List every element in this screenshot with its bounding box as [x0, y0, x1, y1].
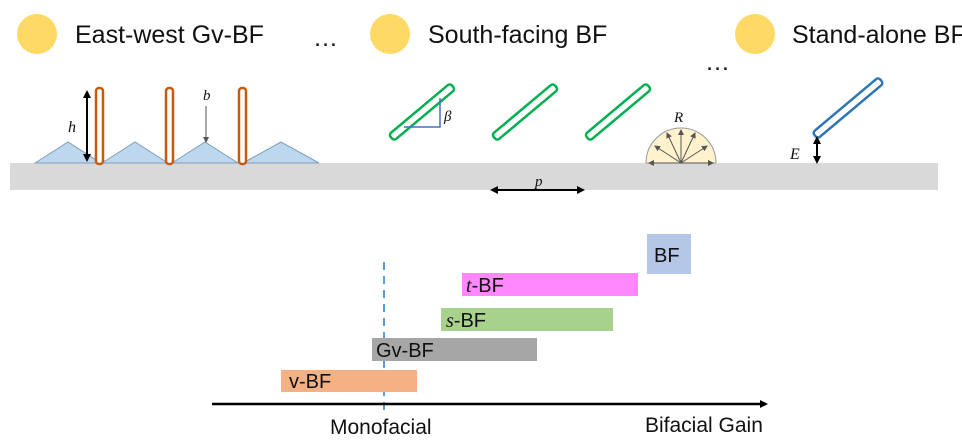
bifacial-gain-label: Bifacial Gain [645, 414, 763, 437]
elevation-symbol: E [789, 146, 800, 163]
tilt-angle-marker [404, 98, 441, 128]
ray-arrows [648, 129, 714, 166]
width-symbol: b [203, 88, 211, 104]
header-ellipsis: … [313, 24, 338, 52]
bar-label-t-prefix: t [466, 275, 472, 297]
tilted-panel [388, 83, 456, 141]
bar-label-s-prefix: s [446, 310, 454, 332]
ground-triangle [100, 141, 170, 164]
height-symbol: h [68, 119, 76, 136]
header-label-stand-alone: Stand-alone BF [792, 21, 962, 49]
bar-t-bf [462, 273, 638, 296]
tilted-panel [584, 83, 652, 141]
bar-label-bf: BF [654, 245, 680, 267]
tilt-symbol: β [443, 109, 452, 125]
sun-icon [735, 14, 775, 54]
vertical-panel [164, 86, 175, 166]
vertical-panel [237, 86, 248, 166]
monofacial-label: Monofacial [330, 416, 432, 439]
tilted-panel [491, 83, 559, 141]
header-label-south-facing: South-facing BF [428, 21, 607, 49]
ground-triangle [242, 141, 320, 164]
header-label-east-west: East-west Gv-BF [75, 21, 264, 49]
bar-gv-bf [372, 338, 537, 361]
bar-v-bf [281, 370, 417, 392]
bar-label-gv-bf: Gv-BF [376, 340, 434, 362]
bar-label-s-suffix: -BF [454, 310, 486, 332]
bar-label-v-bf: v-BF [289, 371, 331, 393]
sun-icon [17, 14, 57, 54]
bar-s-bf [441, 308, 613, 331]
radius-symbol: R [673, 110, 683, 126]
header-ellipsis: … [705, 48, 730, 76]
standalone-panel [812, 77, 884, 139]
bar-label-t-bf: t-BF [466, 275, 504, 297]
pitch-symbol: p [534, 174, 543, 190]
ground [10, 163, 938, 190]
sun-icon [370, 14, 410, 54]
ground-triangle [33, 141, 103, 164]
bar-label-s-bf: s-BF [446, 310, 486, 332]
bar-label-t-suffix: -BF [472, 275, 504, 297]
vertical-panel [94, 86, 105, 166]
bar-bf [647, 234, 691, 274]
ground-triangle [170, 141, 240, 164]
